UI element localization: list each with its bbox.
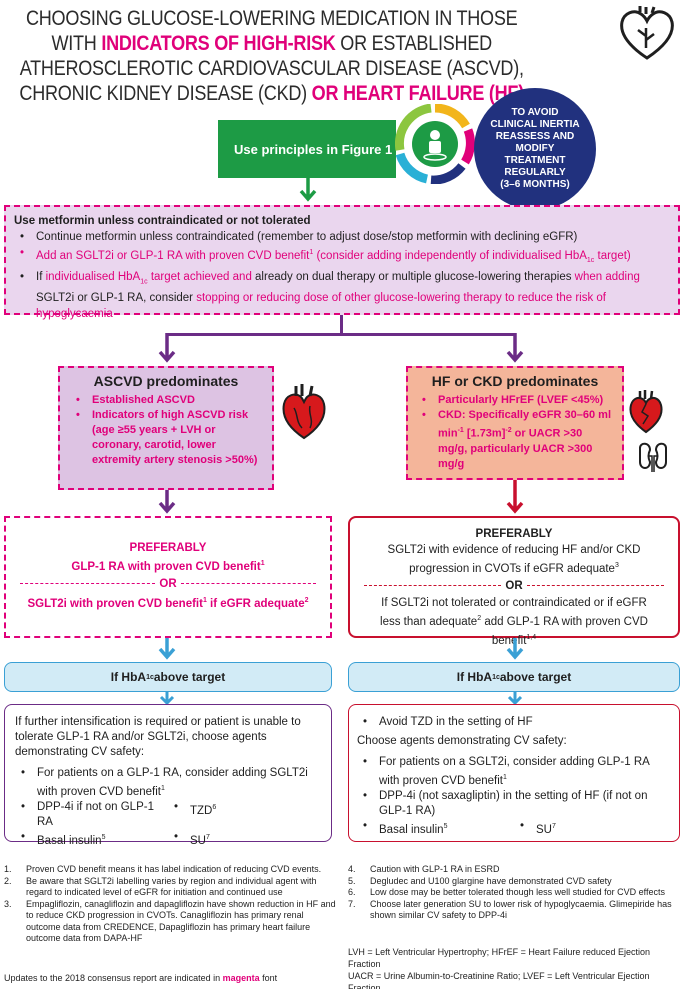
ascvd-bullet: Established ASCVD [70,393,262,408]
reassess-circle: TO AVOID CLINICAL INERTIA REASSESS AND M… [474,88,596,210]
kidney-icon [639,442,667,472]
heart-broken-icon [629,390,663,434]
heart-outline-icon [620,6,674,60]
reassess-line: (3–6 MONTHS) [500,179,570,190]
metformin-box: Use metformin unless contraindicated or … [4,205,680,320]
use-principles-label: Use principles in Figure 1 [234,141,393,157]
reassess-line: REGULARLY [504,167,566,178]
cycle-icon [395,104,475,184]
option-bullet: TZD6 [168,800,321,830]
red-down-arrow-icon [506,480,524,514]
option-bullet: For patients on a SGLT2i, consider addin… [357,755,671,789]
metformin-heading: Use metformin unless contraindicated or … [14,215,311,227]
preferably-glp1-box: PREFERABLY GLP-1 RA with proven CVD bene… [4,516,332,638]
footnotes-right: 4.Caution with GLP-1 RA in ESRD 5.Deglud… [348,864,682,922]
or-divider: OR [16,576,320,592]
purple-down-arrow-icon [158,490,176,514]
hf-ckd-heading: HF or CKD predominates [431,373,599,389]
or-divider: OR [360,578,668,594]
footnote: 4.Caution with GLP-1 RA in ESRD [348,864,500,874]
person-icon [423,130,447,161]
footnote: 1.Proven CVD benefit means it has label … [4,864,322,874]
preferably-option: SGLT2i with proven CVD benefit1 if eGFR … [27,596,309,610]
abbreviation-line: LVH = Left Ventricular Hypertrophy; HFrE… [348,947,650,969]
reassess-line: CLINICAL INERTIA [490,119,580,130]
updates-note: Updates to the 2018 consensus report are… [4,973,278,983]
preferably-heading: PREFERABLY [475,528,553,540]
option-bullet: Basal insulin5 [357,819,514,838]
preferably-option: If SGLT2i not tolerated or contraindicat… [380,596,648,647]
preferably-heading: PREFERABLY [129,542,207,554]
connector-line [166,333,516,336]
green-down-arrow-icon [299,178,317,202]
option-bullet: SU7 [514,819,671,838]
reassess-line: TO AVOID [511,107,559,118]
option-bullet: Basal insulin5 [15,830,168,849]
ascvd-heading: ASCVD predominates [93,373,239,389]
blue-down-arrow-icon [158,638,176,660]
footnote: 3.Empagliflozin, canagliflozin and dapag… [4,898,336,944]
intensification-intro: If further intensification is required o… [15,716,301,758]
cv-safety-box-right: Avoid TZD in the setting of HF Choose ag… [348,704,680,842]
purple-down-arrow-icon [506,333,524,363]
page-title: CHOOSING GLUCOSE-LOWERING MEDICATION IN … [19,7,524,105]
footnote: 2.Be aware that SGLT2i labelling varies … [4,875,317,898]
metformin-bullet: Add an SGLT2i or GLP-1 RA with proven CV… [14,245,670,269]
abbreviations: LVH = Left Ventricular Hypertrophy; HFrE… [348,946,684,989]
cv-safety-box-left: If further intensification is required o… [4,704,332,847]
preferably-option: GLP-1 RA with proven CVD benefit1 [71,560,265,573]
footnote: 6.Low dose may be better tolerated thoug… [348,887,665,897]
metformin-bullet: If individualised HbA1c target achieved … [14,269,670,322]
heart-red-icon [282,384,326,440]
hf-bullet: CKD: Specifically eGFR 30–60 ml min-1 [1… [416,408,614,472]
blue-down-arrow-icon [506,638,524,660]
hf-ckd-box: HF or CKD predominates Particularly HFrE… [406,366,624,480]
blue-down-arrow-icon [507,692,523,706]
preferably-sglt2i-box: PREFERABLY SGLT2i with evidence of reduc… [348,516,680,646]
option-bullet: DPP-4i (not saxagliptin) in the setting … [357,789,671,819]
footnote: 5.Degludec and U100 glargine have demons… [348,875,612,886]
blue-down-arrow-icon [159,692,175,706]
reassess-line: REASSESS AND [495,131,575,142]
option-bullet: For patients on a GLP-1 RA, consider add… [15,766,321,800]
preferably-option: SGLT2i with evidence of reducing HF and/… [387,544,641,575]
purple-down-arrow-icon [158,333,176,363]
cv-safety-intro: Choose agents demonstrating CV safety: [357,735,567,747]
ascvd-box: ASCVD predominates Established ASCVD Ind… [58,366,274,490]
reassess-line: MODIFY TREATMENT [504,143,566,166]
use-principles-box: Use principles in Figure 1 [218,120,396,178]
option-bullet: SU7 [168,830,321,849]
option-bullet: Avoid TZD in the setting of HF [357,715,671,730]
metformin-bullet: Continue metformin unless contraindicate… [14,229,670,245]
option-bullet: DPP-4i if not on GLP-1 RA [15,800,168,830]
hf-bullet: Particularly HFrEF (LVEF <45%) [416,393,614,408]
footnotes-left: 1.Proven CVD benefit means it has label … [4,864,340,945]
ascvd-bullet: Indicators of high ASCVD risk (age ≥55 y… [70,408,262,468]
connector-line [340,315,343,335]
abbreviation-line: UACR = Urine Albumin-to-Creatinine Ratio… [348,971,650,989]
footnote: 7.Choose later generation SU to lower ri… [348,898,672,921]
